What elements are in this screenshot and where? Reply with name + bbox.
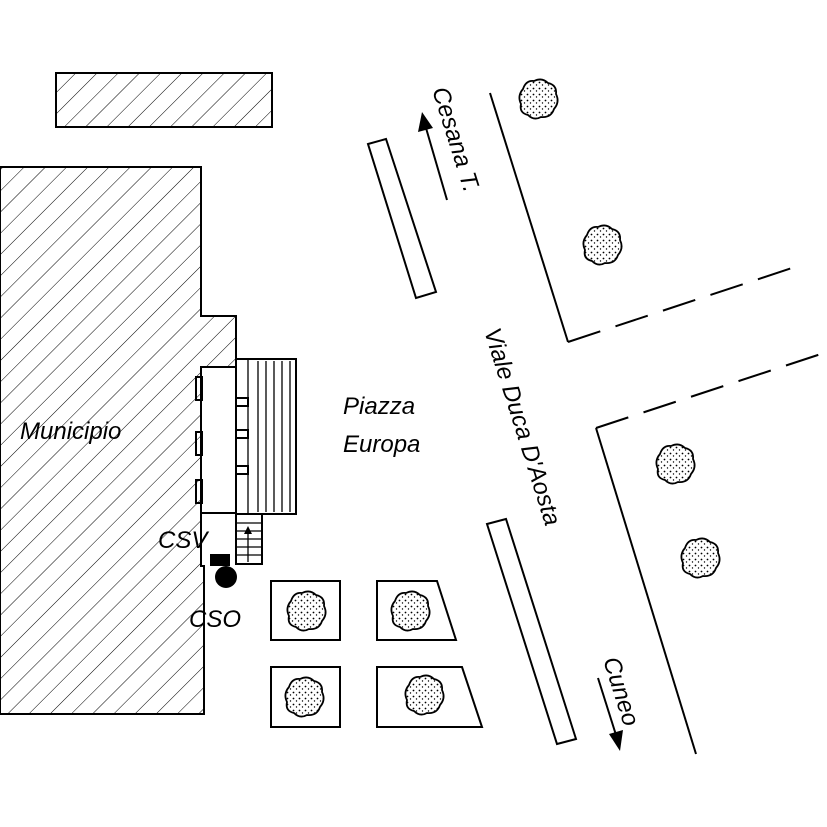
median-south: [485, 517, 578, 746]
planters: [270, 580, 484, 728]
label-cso: CSO: [189, 606, 241, 633]
side-street-south-edge: [595, 351, 827, 429]
cso-marker: [215, 566, 237, 588]
tree-icon: [655, 443, 696, 485]
tree-icon: [390, 590, 431, 632]
label-piazza: Piazza: [343, 393, 415, 420]
side-street-north-edge: [567, 267, 793, 343]
municipio-entrance: [195, 358, 297, 515]
road-edge-southeast: [595, 427, 697, 755]
median-north: [366, 137, 438, 300]
tree-icon: [404, 674, 445, 716]
label-europa: Europa: [343, 431, 420, 458]
road-edge-northeast: [489, 92, 569, 343]
csv-marker: [210, 554, 230, 566]
label-cuneo: Cuneo: [597, 654, 644, 730]
arrow-north-icon: [418, 112, 448, 201]
label-viale-duca-daosta: Viale Duca D'Aosta: [478, 325, 566, 529]
tree-icon: [518, 78, 559, 120]
label-municipio: Municipio: [20, 418, 121, 445]
tree-icon: [680, 537, 721, 579]
tree-icon: [286, 590, 327, 632]
label-csv: CSV: [158, 527, 209, 554]
tree-icon: [284, 676, 325, 718]
label-cesana: Cesana T.: [426, 84, 484, 196]
entrance-stairs: [235, 513, 263, 565]
arrow-south-icon: [597, 677, 623, 751]
tree-icon: [582, 224, 623, 266]
building-north: [55, 72, 273, 128]
